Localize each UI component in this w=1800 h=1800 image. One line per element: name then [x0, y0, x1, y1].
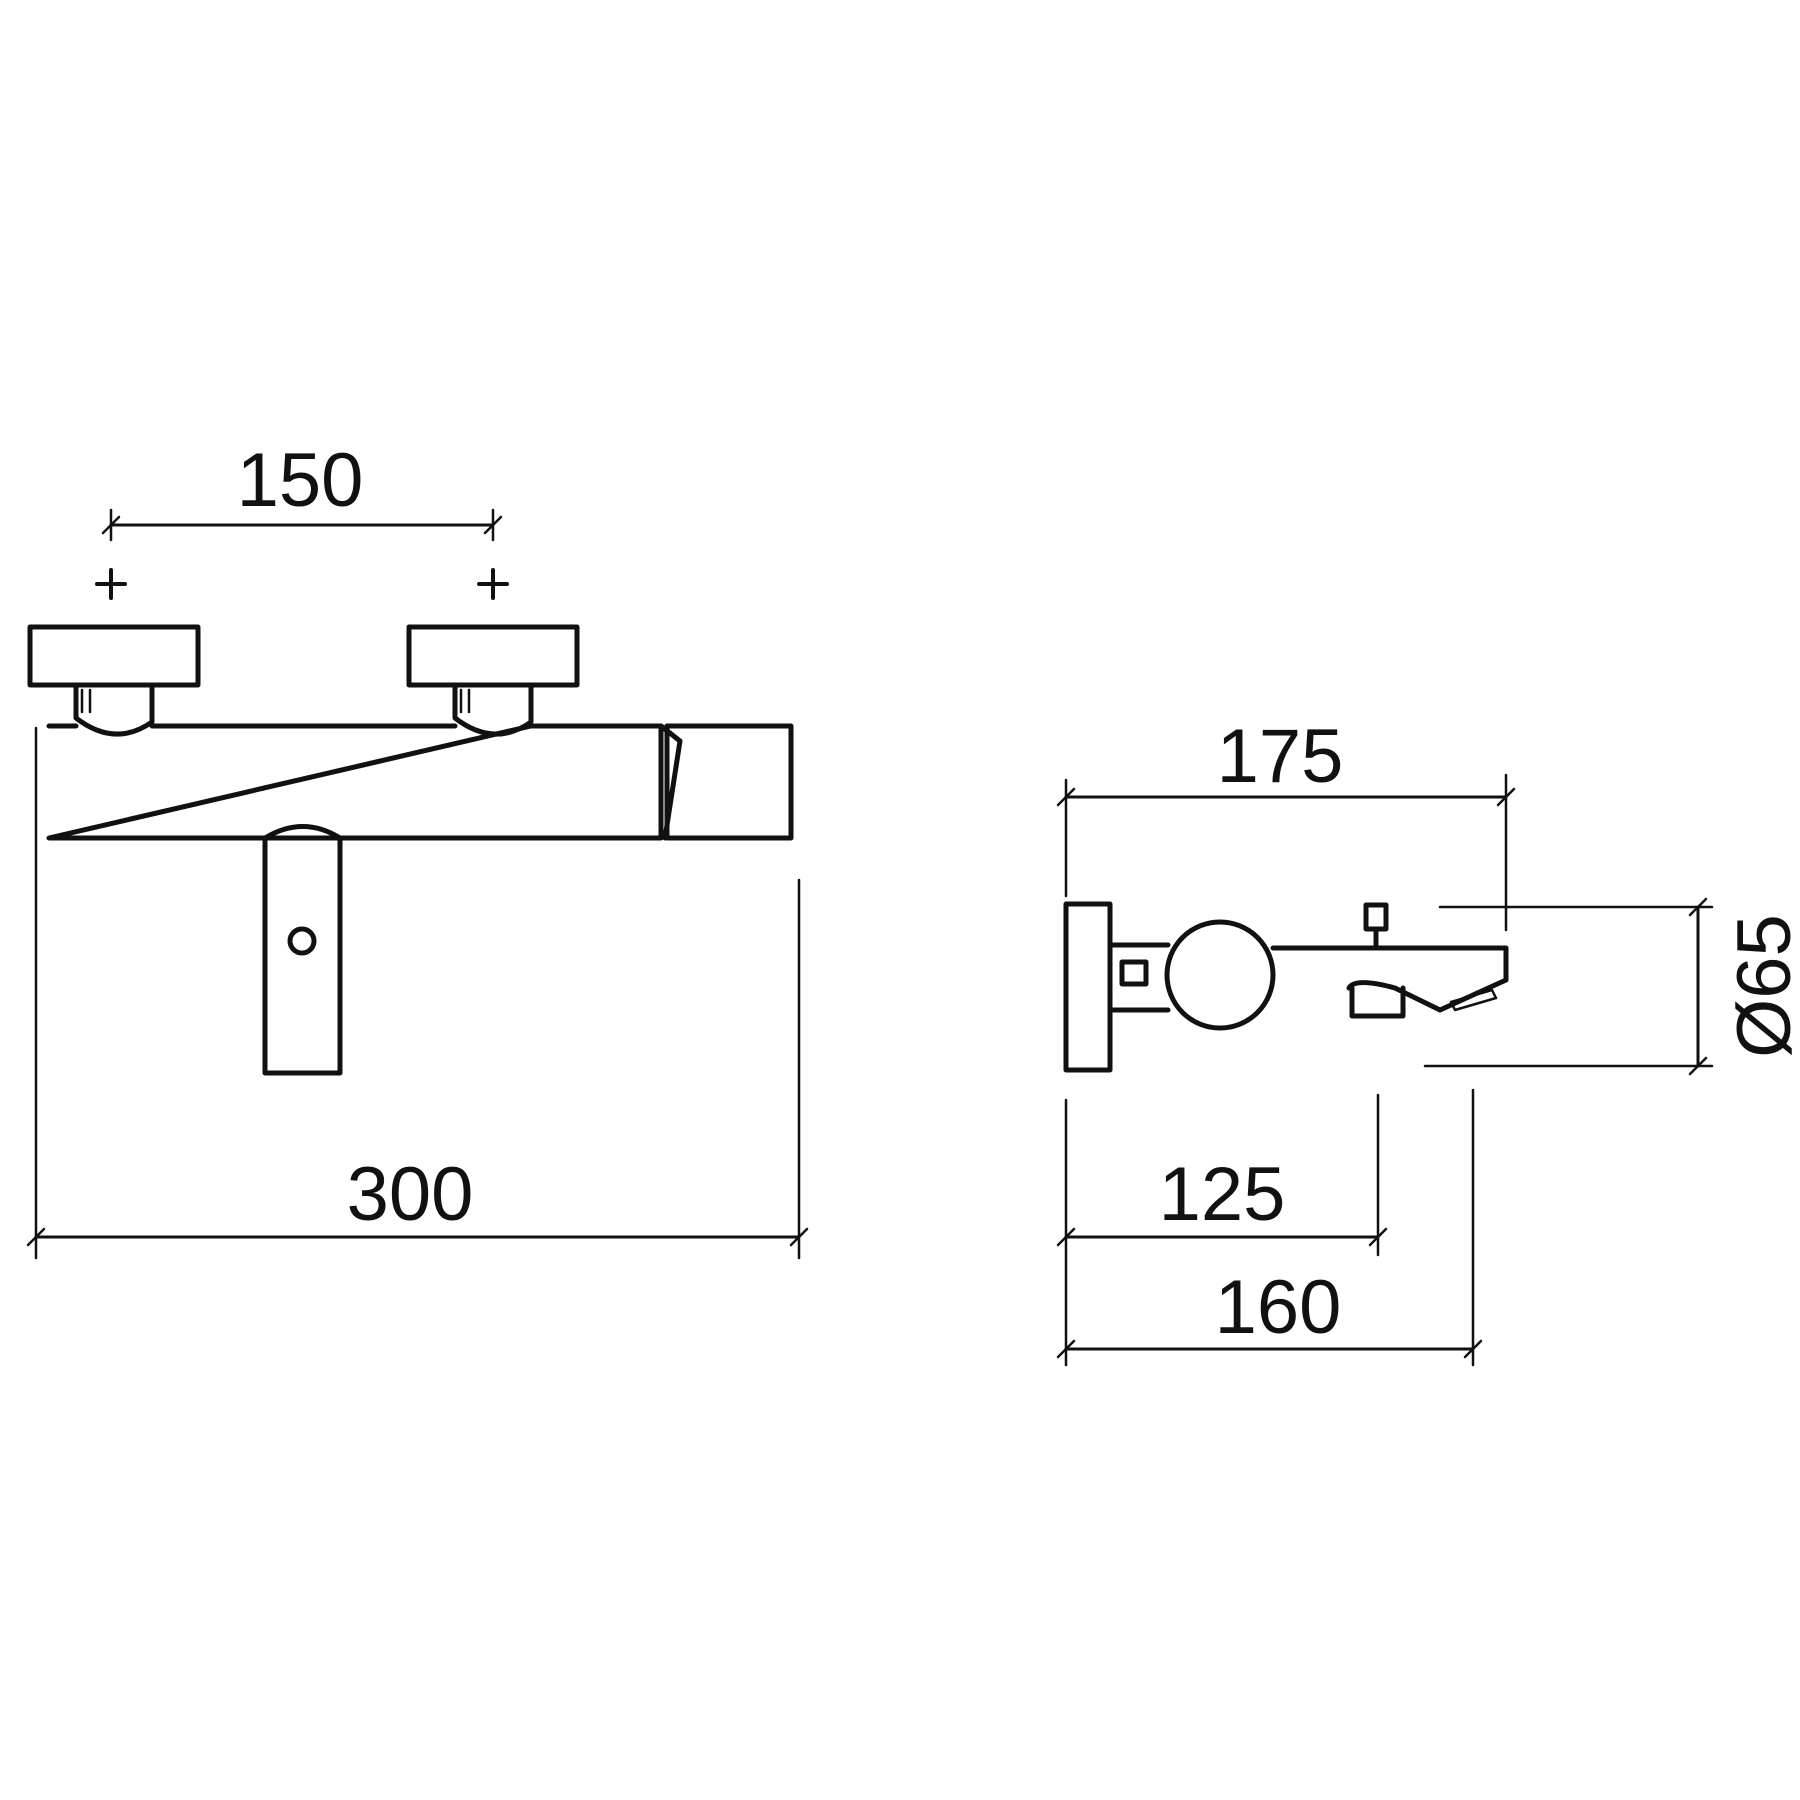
left-center-mark [95, 568, 127, 600]
round-body [1164, 919, 1276, 1031]
dim-175-label: 175 [1217, 714, 1344, 799]
dimension-diameter: Ø65 [1423, 897, 1800, 1076]
dimension-125: 125 [1056, 1093, 1388, 1367]
dim-150-label: 150 [237, 438, 364, 523]
spout [262, 824, 343, 1076]
wall-connector [1107, 942, 1171, 1013]
diverter-knob [1363, 902, 1389, 949]
dim-160-label: 160 [1215, 1265, 1342, 1350]
dim-diameter-label: Ø65 [1722, 914, 1800, 1058]
left-handle [27, 624, 201, 737]
side-view: 175 Ø65 125 160 [1056, 714, 1800, 1367]
dim-300-label: 300 [347, 1152, 474, 1237]
right-center-mark [477, 568, 509, 600]
dimension-175: 175 [1056, 714, 1516, 932]
dimension-160: 160 [1056, 1088, 1483, 1367]
dimension-300: 300 [26, 726, 809, 1260]
right-handle [406, 624, 580, 737]
dimension-150: 150 [101, 438, 503, 542]
side-spout [1270, 945, 1509, 1019]
mixer-body [46, 723, 794, 841]
front-view: 150 300 [26, 438, 809, 1260]
dim-125-label: 125 [1159, 1152, 1286, 1237]
wall-plate [1063, 901, 1113, 1073]
